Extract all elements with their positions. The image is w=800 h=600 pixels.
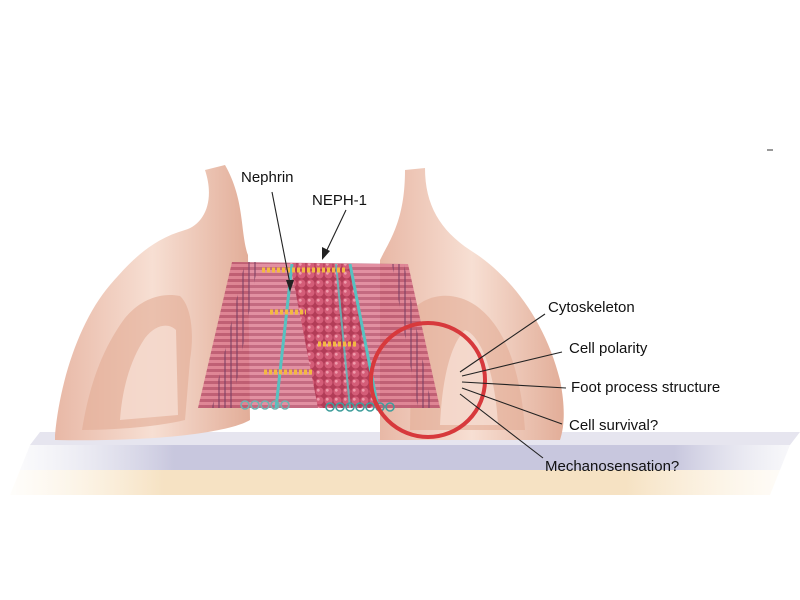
neph1-beads — [262, 267, 358, 375]
highlight-circle-icon — [369, 321, 487, 439]
neph1-arrow — [322, 209, 347, 260]
membrane-beads — [240, 400, 395, 412]
function-leader-lines — [459, 313, 567, 459]
label-cell-survival: Cell survival? — [569, 417, 658, 434]
neph1-label: NEPH-1 — [312, 192, 367, 209]
label-foot-process-structure: Foot process structure — [571, 379, 720, 396]
label-cell-polarity: Cell polarity — [569, 340, 648, 357]
nephrin-arrow — [271, 191, 294, 292]
label-mechanosensation: Mechanosensation? — [545, 458, 679, 475]
slit-diaphragm — [198, 262, 440, 408]
nephrin-label: Nephrin — [241, 169, 294, 186]
basement-membrane — [10, 432, 800, 495]
label-cytoskeleton: Cytoskeleton — [548, 299, 635, 316]
left-foot-process — [55, 165, 250, 441]
